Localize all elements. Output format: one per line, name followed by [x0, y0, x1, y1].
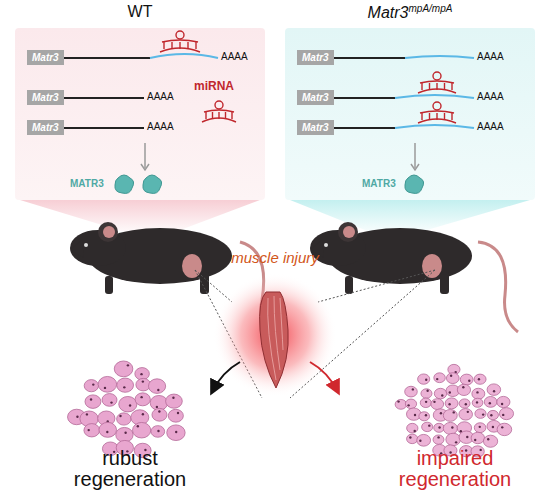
gene-name: Matr3: [302, 52, 329, 63]
polya-tail: AAAA: [221, 52, 248, 63]
polya-tail: AAAA: [477, 122, 504, 133]
mirna-hairpin: [160, 31, 200, 52]
mirna-label: miRNA: [194, 80, 234, 93]
gene-box: Matr3: [297, 90, 334, 105]
tissue-section: [395, 364, 513, 457]
gene-box: Matr3: [297, 50, 334, 65]
outcome-label: impaired regeneration: [385, 448, 525, 490]
gene-box: Matr3: [27, 50, 64, 65]
outcome-label: rubust regeneration: [60, 448, 200, 490]
protein-label: MATR3: [70, 179, 104, 190]
polya-tail: AAAA: [147, 92, 174, 103]
gene-name: Matr3: [302, 122, 329, 133]
tissue-section: [68, 361, 186, 458]
gene-name: Matr3: [32, 92, 59, 103]
mirna-hairpin: [202, 101, 236, 122]
mirna-hairpin: [418, 72, 456, 93]
panel-heading: WT: [15, 3, 265, 21]
gene-name: Matr3: [302, 92, 329, 103]
gene-box: Matr3: [27, 120, 64, 135]
gene-name: Matr3: [32, 52, 59, 63]
polya-tail: AAAA: [147, 122, 174, 133]
polya-tail: AAAA: [477, 52, 504, 63]
heading-text: WT: [128, 3, 153, 20]
genotype-superscript: mpA/mpA: [409, 3, 453, 14]
gene-name: Matr3: [32, 122, 59, 133]
gene-box: Matr3: [297, 120, 334, 135]
mirna-hairpin: [418, 102, 456, 123]
protein-label: MATR3: [362, 179, 396, 190]
heading-text: Matr3: [368, 4, 409, 21]
injury-label: muscle injury: [210, 250, 340, 266]
gene-box: Matr3: [27, 90, 64, 105]
polya-tail: AAAA: [477, 92, 504, 103]
panel-heading: Matr3mpA/mpA: [285, 3, 535, 22]
